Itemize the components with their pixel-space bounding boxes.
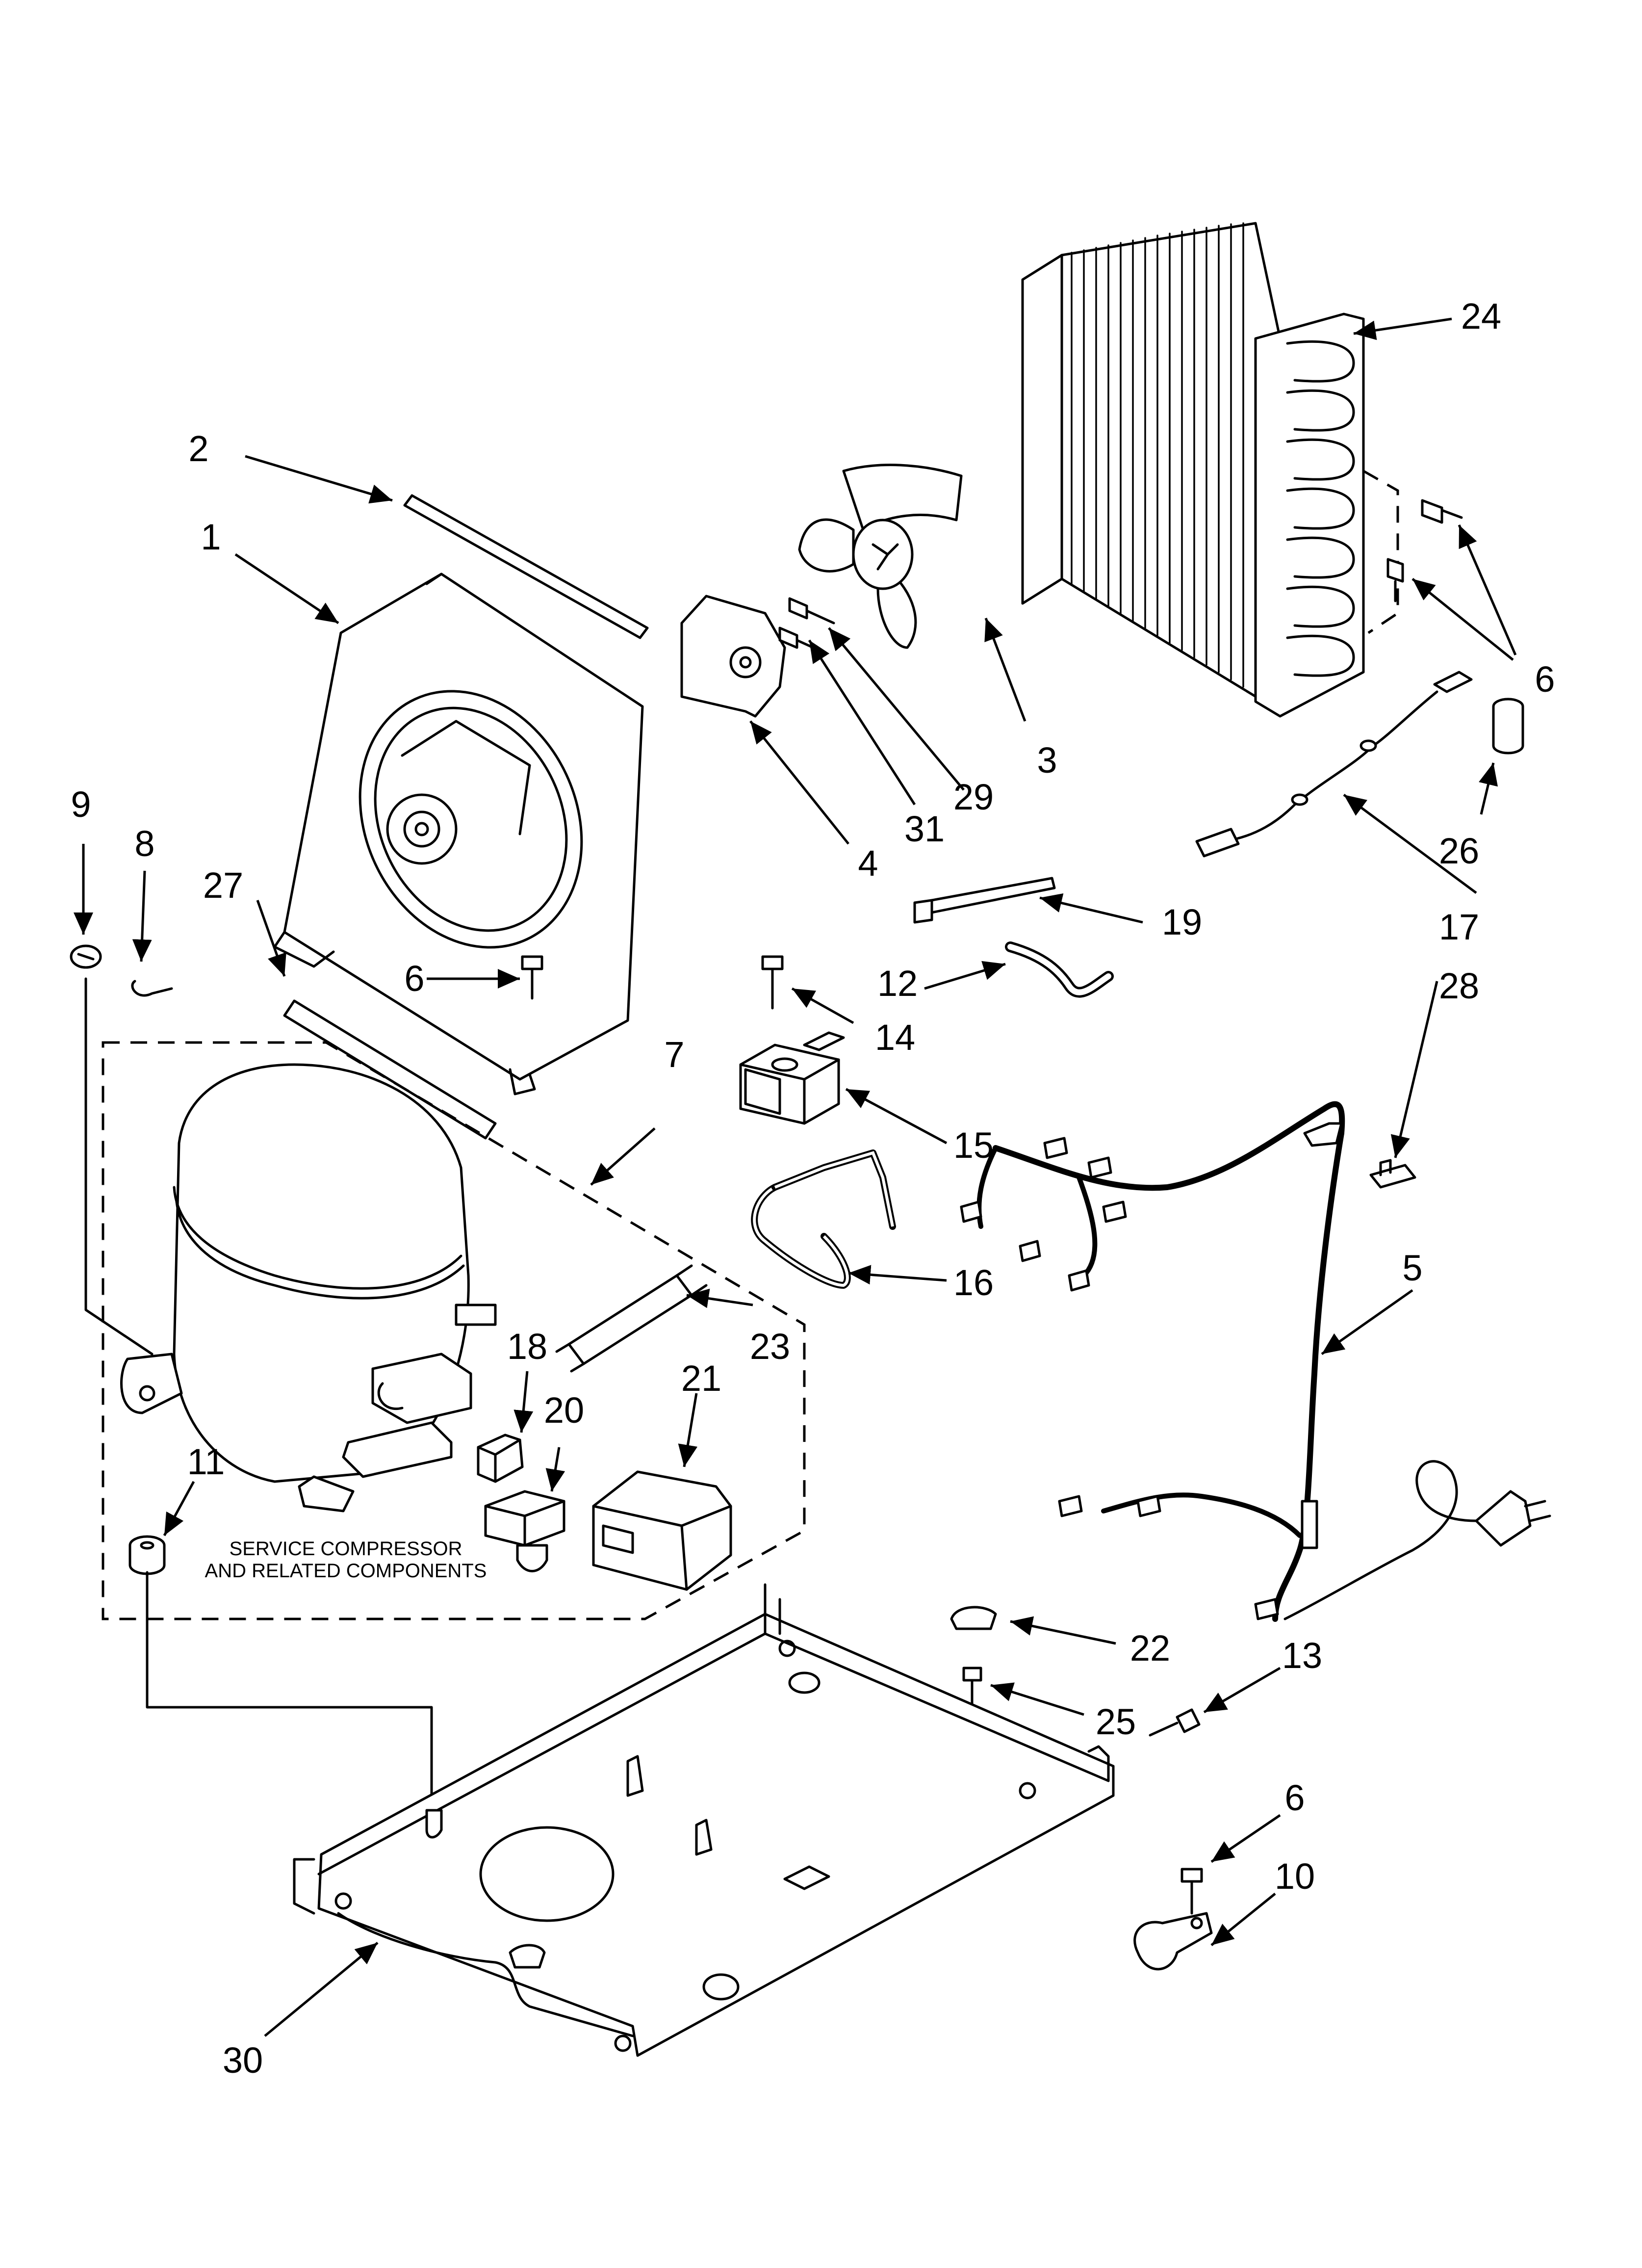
clip-part — [950, 1606, 997, 1630]
relay-part — [739, 1031, 845, 1125]
callout-5: 5 — [1402, 1248, 1422, 1288]
callout-labels: 2 1 3 4 29 31 24 6 26 17 28 19 12 14 15 … — [71, 296, 1555, 2081]
fan-shroud-part — [273, 573, 644, 1095]
callout-13: 13 — [1282, 1635, 1322, 1676]
start-relay-part — [484, 1490, 565, 1572]
callout-6-condenser: 6 — [1535, 659, 1555, 700]
terminal-cover-part — [592, 1470, 732, 1591]
callout-29: 29 — [953, 777, 994, 817]
screw-part — [1180, 1868, 1203, 1915]
callout-4: 4 — [858, 843, 878, 884]
hairpin-clip-part — [131, 980, 173, 997]
callout-7: 7 — [664, 1034, 684, 1075]
callout-18: 18 — [507, 1326, 547, 1367]
callout-2: 2 — [188, 428, 208, 469]
drier-part — [555, 1264, 708, 1373]
callout-23: 23 — [750, 1326, 790, 1367]
overload-part — [477, 1434, 524, 1483]
service-note-line1: SERVICE COMPRESSOR — [230, 1538, 462, 1560]
callout-28: 28 — [1439, 965, 1479, 1006]
callout-6-clamp: 6 — [1284, 1777, 1305, 1818]
compressor-part — [120, 1063, 497, 1512]
leader-lines — [74, 317, 1517, 2037]
condenser-part — [1021, 222, 1399, 718]
clamp-part — [1133, 1912, 1213, 1971]
motor-screws-part — [778, 597, 835, 654]
base-pan-part — [293, 1583, 1115, 2057]
service-note-line2: AND RELATED COMPONENTS — [205, 1560, 487, 1582]
cable-tie-part — [913, 877, 1056, 924]
callout-31: 31 — [904, 808, 945, 849]
gasket-strip-part — [403, 494, 649, 639]
callout-24: 24 — [1461, 296, 1501, 337]
callout-10: 10 — [1275, 1856, 1315, 1897]
screw-part — [962, 1667, 982, 1709]
service-note: SERVICE COMPRESSOR AND RELATED COMPONENT… — [205, 1538, 487, 1582]
callout-14: 14 — [875, 1017, 915, 1058]
callout-20: 20 — [544, 1390, 584, 1431]
service-group-boundary — [102, 1041, 806, 1620]
callout-9: 9 — [71, 784, 91, 825]
capacitor-part — [1492, 698, 1524, 755]
callout-21: 21 — [681, 1358, 721, 1399]
callout-8: 8 — [134, 823, 154, 864]
tube-part — [1005, 941, 1114, 998]
callout-16: 16 — [953, 1262, 994, 1303]
screw-part — [1386, 499, 1463, 602]
fan-blade-part — [798, 464, 963, 649]
callout-11: 11 — [187, 1441, 225, 1482]
callout-6-shroud: 6 — [404, 958, 424, 999]
screw-part — [521, 955, 543, 1000]
callout-19: 19 — [1162, 902, 1202, 942]
callout-3: 3 — [1037, 740, 1057, 781]
callout-30: 30 — [223, 2040, 263, 2081]
callout-26: 26 — [1439, 831, 1479, 871]
callout-25: 25 — [1096, 1701, 1136, 1742]
washer-part — [70, 944, 102, 969]
grommet-part — [128, 1535, 166, 1575]
callout-17: 17 — [1439, 907, 1479, 947]
wire-harness-part — [960, 1101, 1551, 1622]
wire-bracket-part — [751, 1149, 896, 1289]
fan-motor-part — [680, 595, 786, 718]
callout-15: 15 — [953, 1125, 994, 1166]
callout-1: 1 — [201, 517, 221, 557]
callout-27: 27 — [203, 865, 243, 906]
callout-22: 22 — [1130, 1628, 1170, 1668]
screw-part — [1149, 1708, 1201, 1737]
callout-12: 12 — [877, 963, 918, 1004]
screw-part — [761, 955, 784, 1010]
clip-part — [1369, 1159, 1416, 1189]
thermistor-harness-part — [1195, 671, 1473, 858]
